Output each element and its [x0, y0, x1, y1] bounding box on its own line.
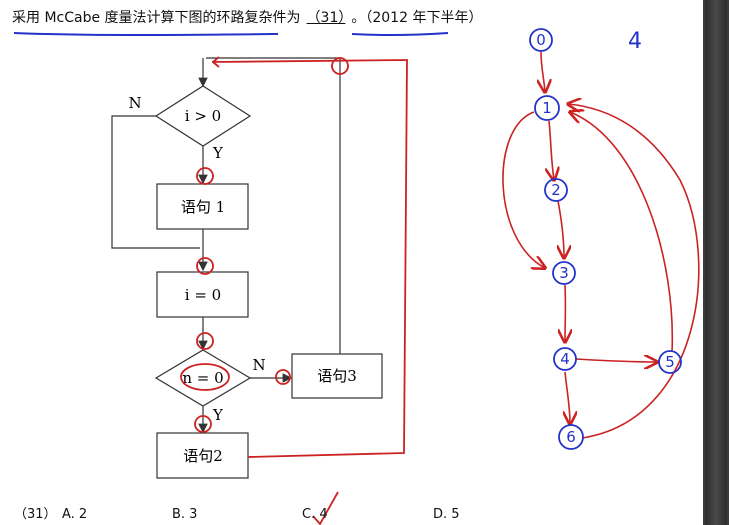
node-mark-y2 — [194, 415, 212, 433]
cfg-node-1 — [534, 95, 560, 121]
edge-6-1 — [568, 104, 700, 439]
cond1-no-label: N — [128, 94, 141, 112]
cfg-node-6-label: 6 — [566, 428, 576, 446]
edge-4-6 — [565, 371, 570, 424]
assign-i-box — [156, 271, 249, 318]
cfg-node-0 — [529, 28, 553, 52]
question-prefix: 采用 McCabe 度量法计算下图的环路复杂件为 — [12, 10, 301, 26]
node-mark-n2 — [275, 369, 291, 385]
edge-1-2 — [549, 120, 554, 180]
edge-5-1 — [570, 112, 674, 353]
option-b: B. 3 — [172, 507, 198, 522]
cfg-node-6 — [558, 424, 584, 450]
edge-4-5 — [575, 359, 657, 362]
cond2-yes-label: Y — [212, 406, 224, 424]
cfg-node-5 — [658, 350, 682, 374]
cond1-label: i > 0 — [185, 107, 221, 125]
answer-check — [312, 491, 339, 525]
stmt2-label: 语句2 — [183, 447, 223, 465]
cfg-node-1-label: 1 — [542, 99, 552, 117]
cfg-node-3 — [552, 261, 576, 285]
option-c: C. 4 — [302, 507, 328, 522]
title-underline-2 — [351, 32, 449, 37]
cond2-circle — [180, 363, 230, 391]
right-edge-strip-inner — [705, 0, 727, 525]
node-mark-before-cond2 — [196, 332, 214, 350]
cfg-node-4-label: 4 — [560, 350, 570, 368]
stmt3-label: 语句3 — [317, 367, 357, 385]
node-mark-top — [331, 57, 349, 75]
options-label: （31） — [14, 507, 57, 522]
question-suffix: 。（2012 年下半年） — [351, 10, 483, 26]
assign-i-label: i = 0 — [185, 286, 221, 304]
cfg-node-2-label: 2 — [551, 181, 561, 199]
cond2-no-label: N — [252, 356, 265, 374]
stmt1-label: 语句 1 — [181, 198, 225, 216]
cfg-node-4 — [553, 347, 577, 371]
question-text: 采用 McCabe 度量法计算下图的环路复杂件为 （31） 。（2012 年下半年） — [12, 8, 482, 28]
question-blank: （31） — [306, 10, 346, 26]
cfg-node-5-label: 5 — [665, 353, 675, 371]
cfg-node-0-label: 0 — [536, 31, 546, 49]
statement-2-box — [156, 432, 249, 479]
control-flow-graph: 0 1 2 3 4 5 6 4 — [502, 28, 700, 450]
edge-2-3 — [558, 200, 564, 258]
return-loop-line — [211, 59, 408, 458]
edge-0-1 — [541, 51, 545, 92]
answer-note: 4 — [628, 29, 642, 54]
statement-3-box — [291, 353, 383, 399]
option-a: A. 2 — [62, 507, 88, 522]
answer-options: （31） A. 2 B. 3 C. 4 D. 5 — [0, 505, 700, 525]
cond2-label: n = 0 — [182, 369, 223, 387]
node-mark-merge — [196, 257, 214, 275]
flowchart — [111, 57, 383, 479]
title-underline-1 — [13, 32, 279, 36]
option-d: D. 5 — [433, 507, 460, 522]
edge-1-3 — [502, 111, 545, 268]
cond1-yes-label: Y — [212, 144, 224, 162]
cfg-node-3-label: 3 — [559, 264, 569, 282]
right-edge-strip — [703, 0, 729, 525]
cfg-node-2 — [544, 178, 568, 202]
node-mark-y1 — [196, 167, 214, 185]
red-annotations — [180, 56, 408, 525]
